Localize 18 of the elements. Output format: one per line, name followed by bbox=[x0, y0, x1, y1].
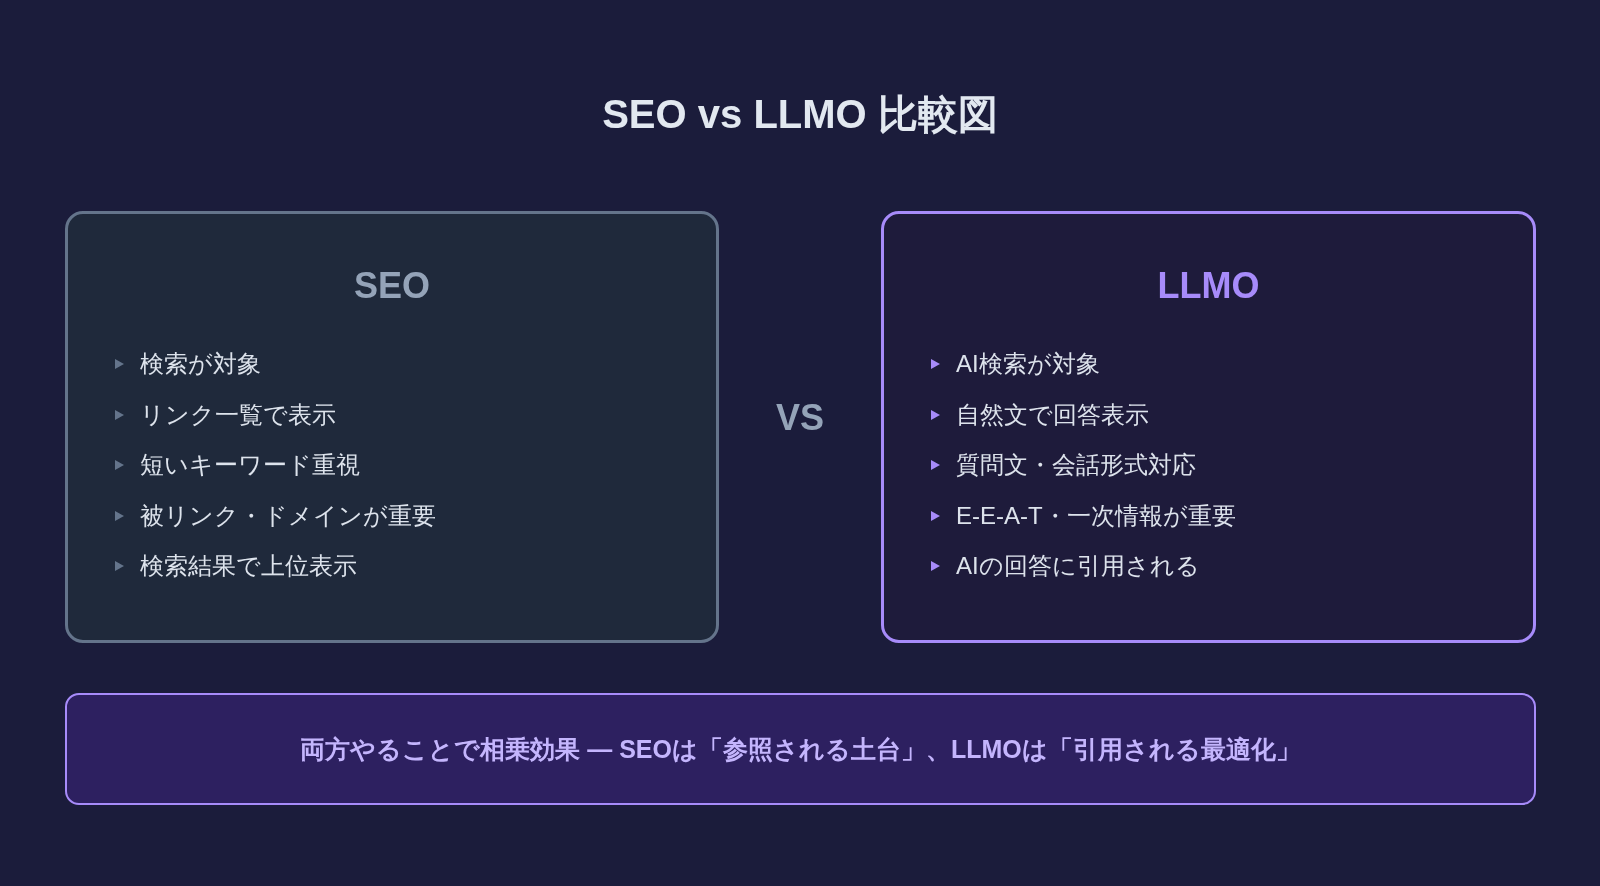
title: SEO vs LLMO 比較図 bbox=[602, 91, 998, 138]
list-item: 短いキーワード重視 bbox=[140, 450, 360, 480]
list-item: 検索が対象 bbox=[140, 349, 261, 379]
list-item: 自然文で回答表示 bbox=[956, 399, 1149, 430]
list-item: 検索結果で上位表示 bbox=[140, 551, 357, 581]
list-item: AIの回答に引用される bbox=[956, 551, 1200, 581]
list-item: AI検索が対象 bbox=[956, 349, 1100, 379]
card-heading: SEO bbox=[354, 264, 430, 308]
comparison-card bbox=[65, 211, 719, 643]
list-item: リンク一覧で表示 bbox=[140, 399, 336, 430]
summary-banner bbox=[65, 693, 1536, 805]
card-heading: LLMO bbox=[1157, 264, 1260, 308]
summary-text: 両方やることで相乗効果 — SEOは「参照される土台」、LLMOは「引用される最適化」 bbox=[300, 734, 1301, 765]
list-item: E-E-A-T・一次情報が重要 bbox=[956, 500, 1236, 531]
vs-label: VS bbox=[776, 396, 825, 440]
list-item: 被リンク・ドメインが重要 bbox=[140, 500, 436, 531]
comparison-card bbox=[881, 211, 1536, 643]
list-item: 質問文・会話形式対応 bbox=[956, 450, 1196, 480]
